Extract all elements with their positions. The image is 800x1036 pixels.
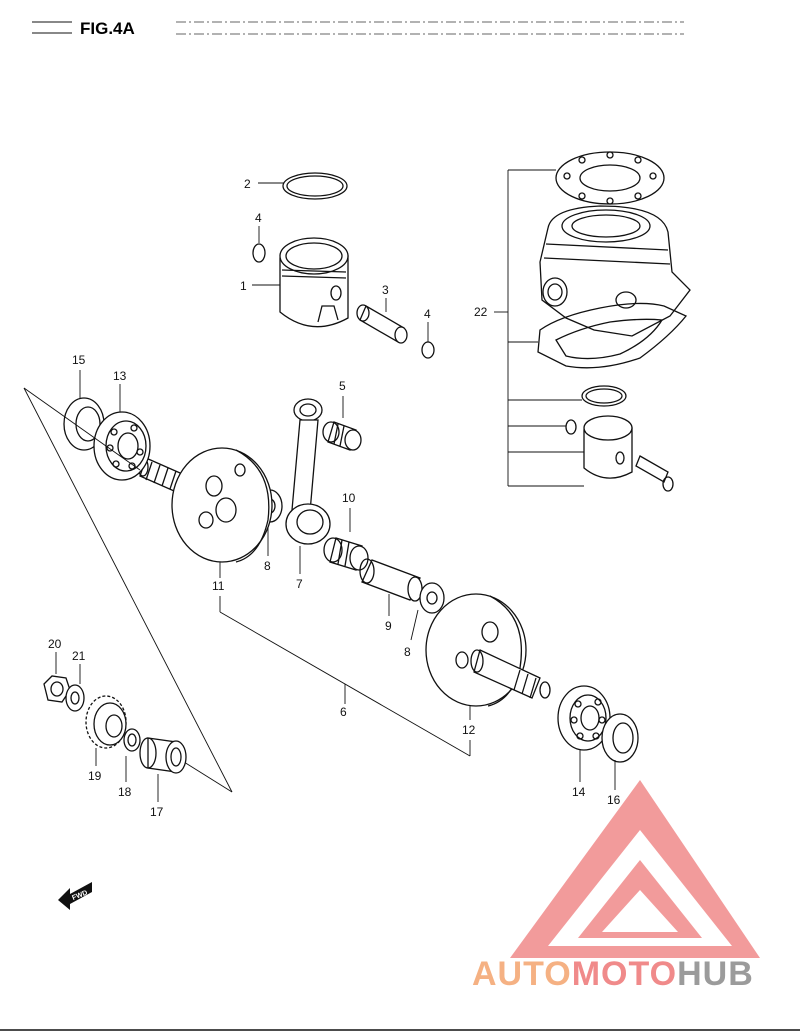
callout-4-right: 4 xyxy=(424,307,431,321)
header: FIG.4A xyxy=(32,19,684,38)
crankshaft-right xyxy=(425,593,551,720)
connecting-rod xyxy=(285,398,331,574)
crank-washer-right xyxy=(410,582,445,641)
fwd-label: FWD xyxy=(71,889,88,901)
crank-bearing-left xyxy=(93,384,151,481)
callout-7: 7 xyxy=(296,577,303,591)
callout-12: 12 xyxy=(462,723,476,737)
callout-4-upper: 4 xyxy=(255,211,262,225)
callout-16: 16 xyxy=(607,793,621,807)
callout-15: 15 xyxy=(72,353,86,367)
callout-22: 22 xyxy=(474,305,488,319)
gear-washer xyxy=(123,728,141,782)
callout-6: 6 xyxy=(340,705,347,719)
piston xyxy=(252,237,349,328)
big-end-bearing xyxy=(323,508,369,571)
callout-14: 14 xyxy=(572,785,586,799)
watermark-moto: MOTO xyxy=(572,955,677,993)
callout-9: 9 xyxy=(385,619,392,633)
oil-seal-right xyxy=(601,713,639,790)
small-end-bearing xyxy=(322,396,362,451)
callout-2: 2 xyxy=(244,177,251,191)
crank-washer-small xyxy=(65,664,85,712)
crank-nut xyxy=(43,652,71,703)
callout-18: 18 xyxy=(118,785,132,799)
crankshaft-left xyxy=(137,447,273,578)
svg-text:AUTOMOTOHUB: AUTOMOTOHUB xyxy=(472,955,754,993)
callout-21: 21 xyxy=(72,649,86,663)
callout-19: 19 xyxy=(88,769,102,783)
cylinder-kit xyxy=(494,151,691,492)
watermark-logo: AUTOMOTOHUB xyxy=(472,780,760,993)
callout-8-right: 8 xyxy=(404,645,411,659)
callout-1: 1 xyxy=(240,279,247,293)
callout-5: 5 xyxy=(339,379,346,393)
callout-20: 20 xyxy=(48,637,62,651)
watermark-hub: HUB xyxy=(677,955,754,993)
circlip-upper xyxy=(252,226,266,263)
forward-arrow-icon: FWD xyxy=(58,882,92,910)
crank-spacer xyxy=(139,737,187,802)
callout-11: 11 xyxy=(212,579,225,593)
figure-title: FIG.4A xyxy=(80,19,135,38)
left-assembly-frame xyxy=(23,387,233,793)
piston-pin xyxy=(356,298,408,344)
callout-3: 3 xyxy=(382,283,389,297)
callout-labels: 1 2 3 4 4 5 6 7 8 8 9 10 11 12 13 14 15 … xyxy=(48,177,621,819)
callout-8-left: 8 xyxy=(264,559,271,573)
crankshaft-assembly-bracket xyxy=(219,596,471,757)
primary-drive-gear xyxy=(85,695,127,766)
callout-13: 13 xyxy=(113,369,127,383)
circlip-right xyxy=(421,322,435,359)
callout-10: 10 xyxy=(342,491,356,505)
watermark-auto: AUTO xyxy=(472,955,572,993)
callout-17: 17 xyxy=(150,805,164,819)
piston-ring xyxy=(258,172,348,200)
crank-pin xyxy=(359,558,423,616)
